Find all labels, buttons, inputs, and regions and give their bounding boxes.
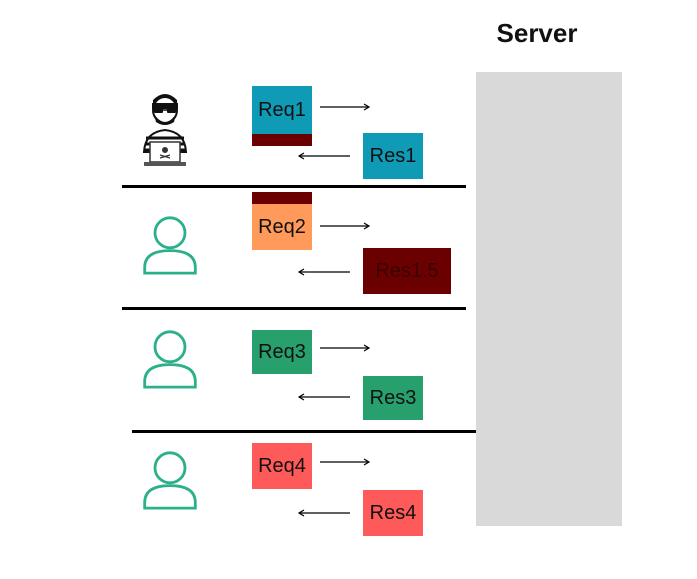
request-box-3: Req3 xyxy=(252,330,312,374)
response-label-2: Res1.5 xyxy=(375,259,439,282)
request-label-2: Req2 xyxy=(258,215,306,238)
response-arrow-4 xyxy=(297,509,350,517)
response-label-1: Res1 xyxy=(369,144,417,167)
request-label-1: Req1 xyxy=(258,98,306,121)
request-arrow-3 xyxy=(320,344,371,352)
row-divider-3 xyxy=(132,430,476,433)
response-box-3: Res3 xyxy=(363,376,423,420)
response-arrow-1 xyxy=(297,152,350,160)
response-label-3: Res3 xyxy=(369,386,417,409)
server-box xyxy=(476,72,622,526)
request-box-4: Req4 xyxy=(252,443,312,489)
row-divider-2 xyxy=(122,307,466,310)
request-box-2: Req2 xyxy=(252,204,312,250)
user-icon xyxy=(143,216,197,275)
request-arrow-4 xyxy=(320,458,371,466)
response-box-2: Res1.5 xyxy=(363,248,451,294)
response-arrow-2 xyxy=(297,268,350,276)
user-icon xyxy=(143,451,197,510)
response-label-4: Res4 xyxy=(369,501,417,524)
request-label-4: Req4 xyxy=(258,454,306,477)
request-label-3: Req3 xyxy=(258,340,306,363)
request-marker-2 xyxy=(252,192,312,204)
request-box-1: Req1 xyxy=(252,86,312,134)
request-arrow-2 xyxy=(320,222,371,230)
response-box-4: Res4 xyxy=(363,490,423,536)
request-marker-1 xyxy=(252,134,312,146)
server-title: Server xyxy=(496,18,578,48)
row-divider-1 xyxy=(122,185,466,188)
request-arrow-1 xyxy=(320,103,371,111)
response-box-1: Res1 xyxy=(363,133,423,179)
user-icon xyxy=(143,330,197,389)
hacker-icon xyxy=(142,94,188,166)
response-arrow-3 xyxy=(297,393,350,401)
